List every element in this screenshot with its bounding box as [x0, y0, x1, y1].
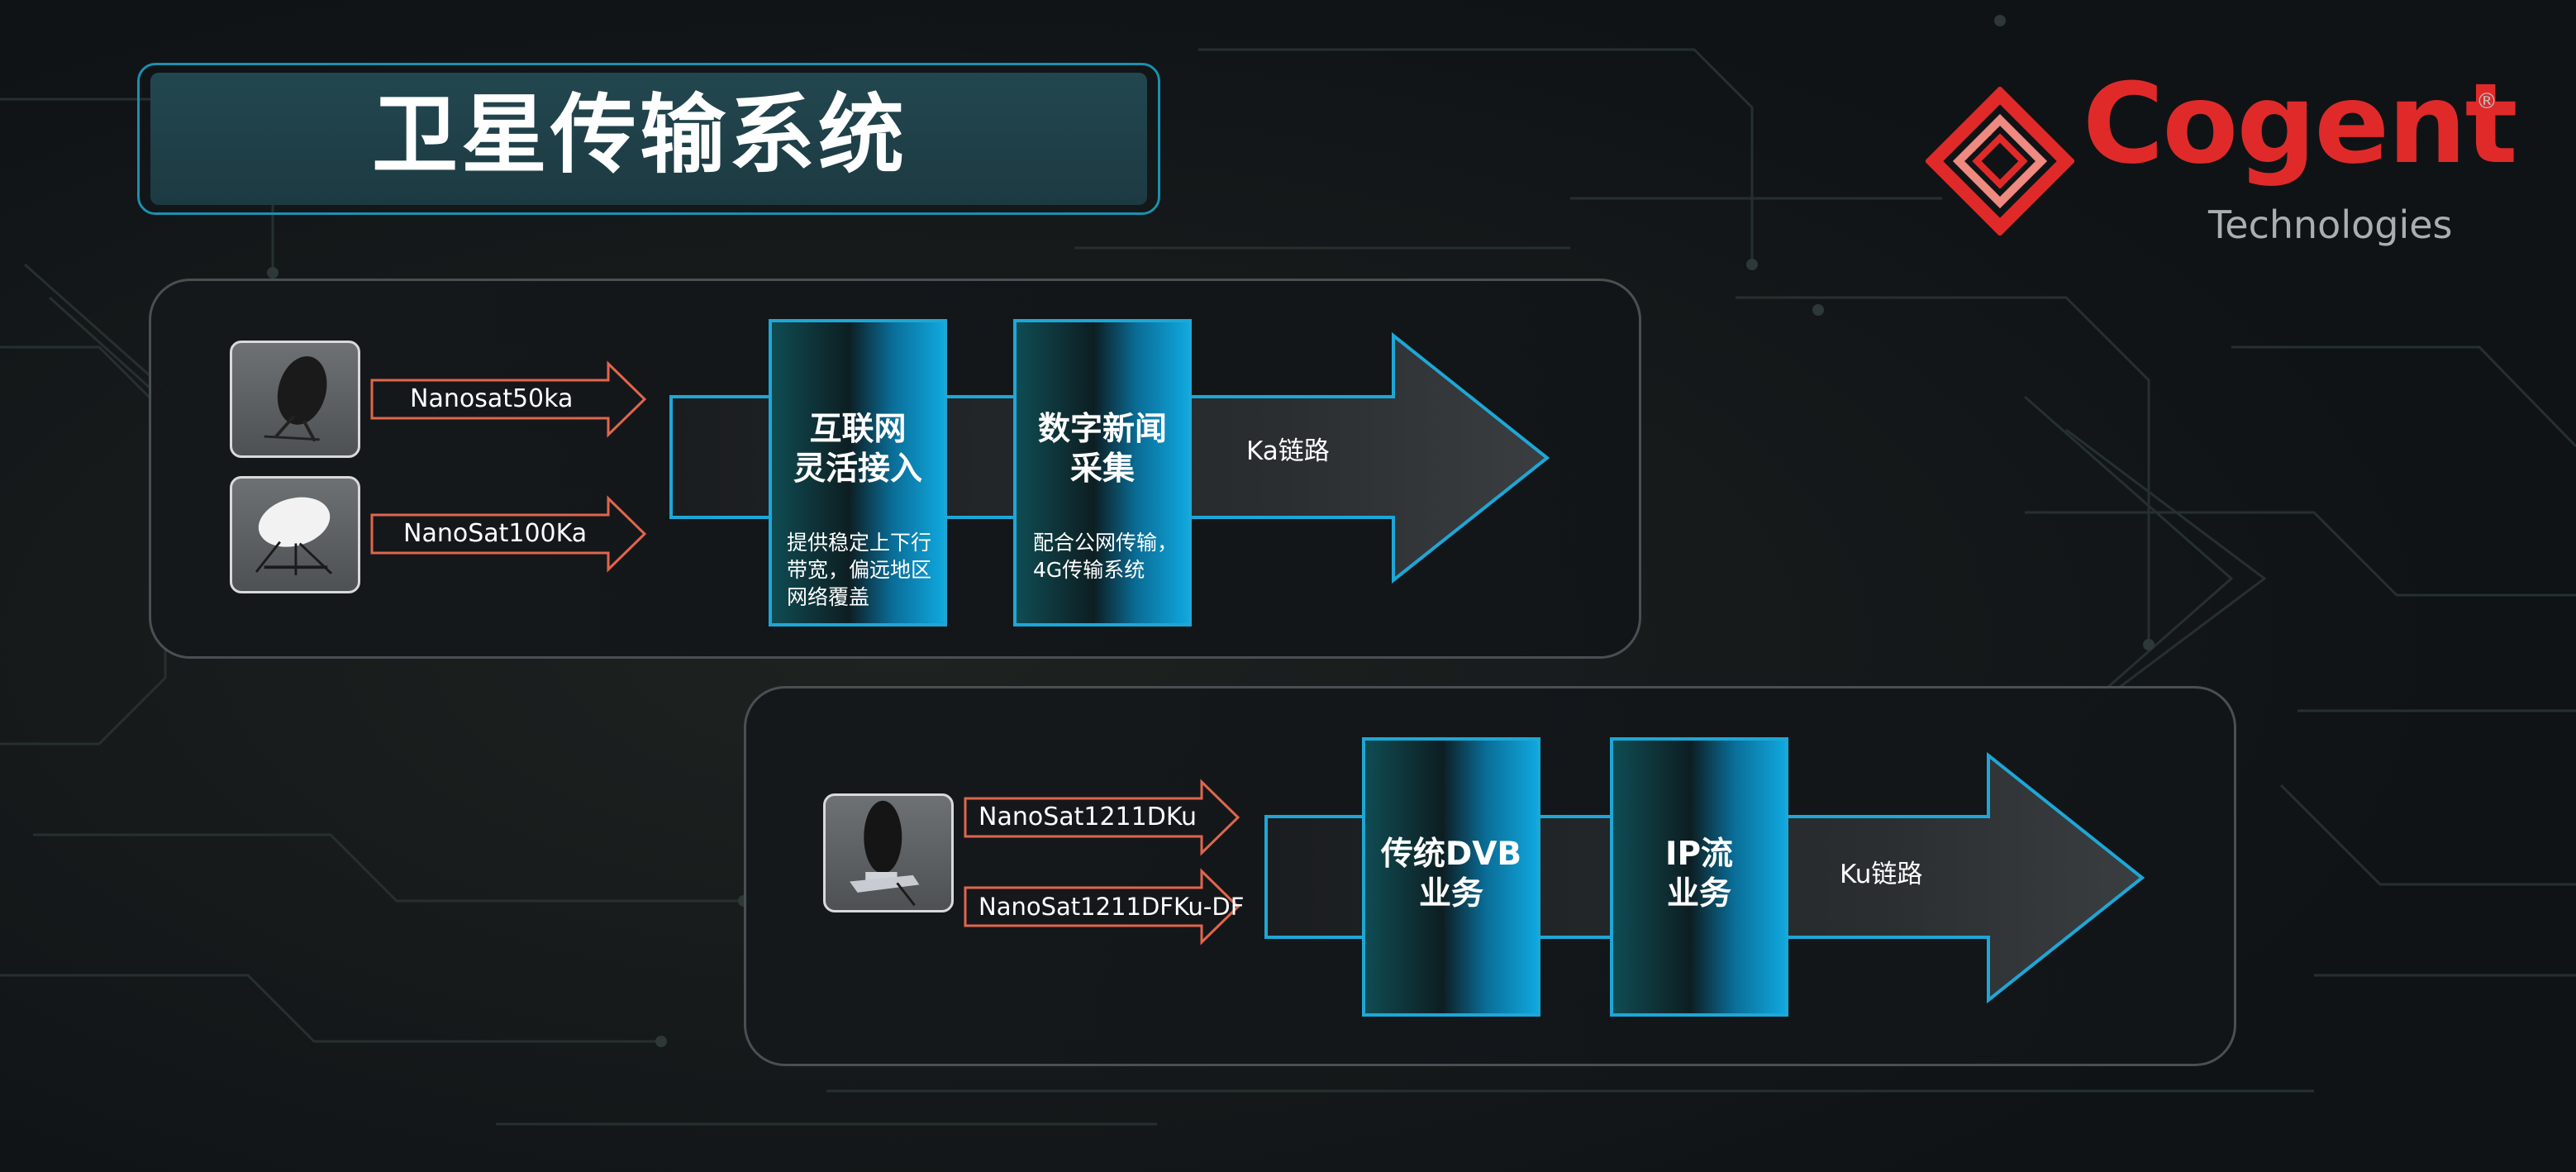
- title-frame: [137, 63, 1160, 215]
- terminal-arrow-1: [370, 360, 647, 438]
- cogent-logo-icon: [1926, 87, 2074, 236]
- title-background: [150, 73, 1147, 205]
- terminal-arrow-2: [370, 495, 647, 573]
- dark-dish-terminal-icon: [264, 356, 327, 442]
- page-title: 卫星传输系统: [372, 84, 908, 185]
- service-description: 提供稳定上下行 带宽，偏远地区 网络覆盖: [787, 529, 944, 611]
- logo-subtitle: Technologies: [2208, 202, 2453, 247]
- service-description-line: 带宽，偏远地区: [787, 558, 932, 582]
- terminal-model-label: NanoSat1211DKu: [978, 803, 1198, 831]
- terminal-model-label: NanoSat100Ka: [403, 519, 588, 548]
- terminal-image-nanosat50ka: [230, 341, 360, 458]
- service-description-line: 4G传输系统: [1033, 558, 1145, 582]
- service-title: 互联网 灵活接入: [769, 410, 947, 489]
- terminal-image-nanosat100ka: [230, 476, 360, 593]
- service-title: 数字新闻 采集: [1013, 410, 1192, 489]
- service-title-line: 互联网: [809, 411, 907, 448]
- service-description-line: 网络覆盖: [787, 585, 870, 609]
- ka-link-label: Ka链路: [1246, 436, 1330, 466]
- terminal-arrow-3: [964, 779, 1240, 856]
- ku-link-label: Ku链路: [1840, 860, 1923, 889]
- service-title-line: 采集: [1069, 450, 1135, 488]
- service-box-dvb: [1362, 737, 1540, 1017]
- service-description-line: 配合公网传输，: [1033, 531, 1178, 555]
- service-title-line: 业务: [1666, 875, 1731, 912]
- flyaway-dish-terminal-icon: [850, 800, 920, 907]
- terminal-arrow-4: [964, 868, 1240, 946]
- terminal-image-nanosat1211: [823, 793, 954, 912]
- service-title: IP流 业务: [1610, 835, 1788, 914]
- service-description-line: 提供稳定上下行: [787, 531, 932, 555]
- registered-mark: ®: [2476, 89, 2497, 114]
- white-dish-terminal-icon: [255, 497, 333, 575]
- service-box-ip-stream: [1610, 737, 1788, 1017]
- service-title-line: 数字新闻: [1037, 411, 1167, 448]
- service-title-line: 业务: [1418, 875, 1483, 912]
- service-title-line: IP流: [1664, 836, 1734, 873]
- terminal-model-label: Nanosat50ka: [410, 384, 574, 413]
- service-title-line: 传统DVB: [1380, 836, 1522, 873]
- terminal-model-label: NanoSat1211DFKu-DF: [978, 893, 1245, 921]
- logo-wordmark: Cogent: [2083, 60, 2518, 188]
- service-description: 配合公网传输， 4G传输系统: [1033, 529, 1190, 584]
- service-title-line: 灵活接入: [793, 450, 922, 488]
- service-title: 传统DVB 业务: [1362, 835, 1540, 914]
- service-box-internet: [769, 319, 947, 626]
- service-box-news-gathering: [1013, 319, 1192, 626]
